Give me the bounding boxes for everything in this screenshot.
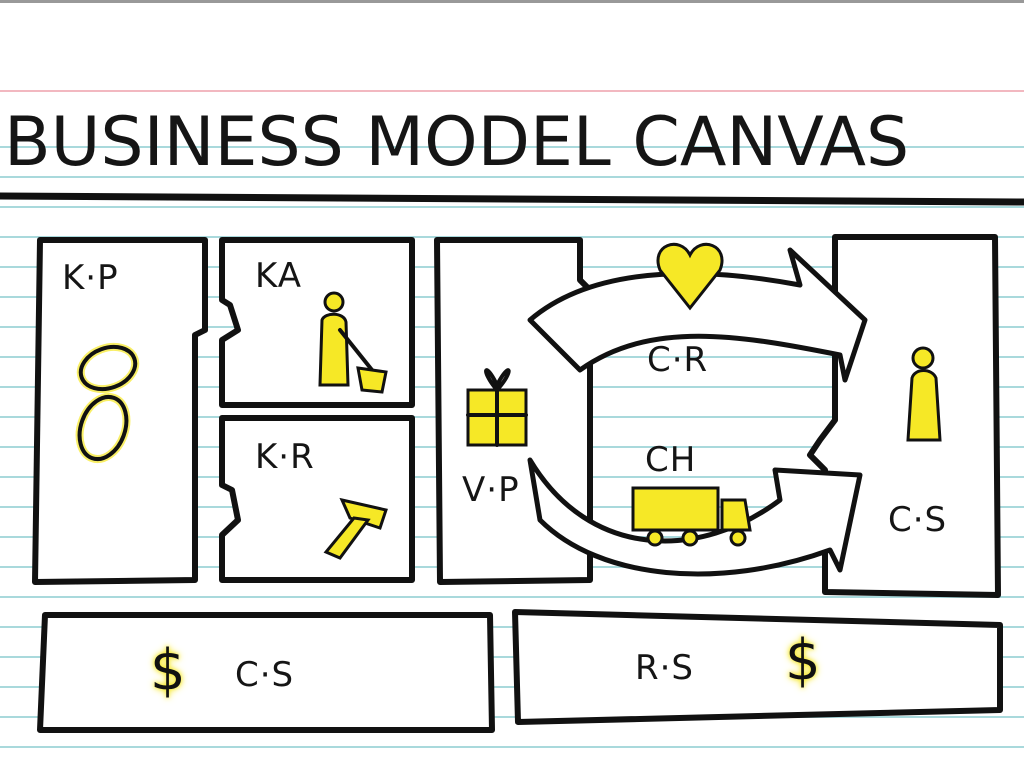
worker-icon xyxy=(318,291,388,394)
customer-segments-label: C·S xyxy=(888,500,948,540)
key-resources-label: K·R xyxy=(255,437,315,477)
card-edge xyxy=(0,0,1024,3)
title-underline xyxy=(0,192,1024,206)
channels-arrow xyxy=(527,457,863,577)
canvas-title: BUSINESS MODEL CANVAS xyxy=(4,103,910,182)
key-partners-label: K·P xyxy=(62,258,119,298)
customer-relationships-arrow xyxy=(527,247,868,383)
revenue-streams-label: R·S xyxy=(635,648,695,688)
truck-icon xyxy=(631,486,752,547)
revenue-streams-box xyxy=(512,609,1003,725)
cost-dollar-icon: $ xyxy=(150,638,186,703)
margin-rule xyxy=(0,90,1024,92)
customer-relationships-label: C·R xyxy=(647,340,709,380)
key-activities-label: KA xyxy=(255,256,302,296)
heart-icon xyxy=(656,242,724,311)
cost-structure-label: C·S xyxy=(235,655,295,695)
key-resources-box xyxy=(219,415,415,583)
key-partners-box xyxy=(32,237,208,585)
channels-label: CH xyxy=(645,440,697,480)
customer-icon xyxy=(906,346,942,442)
cost-structure-box xyxy=(37,612,495,733)
chain-link-icon xyxy=(75,342,140,463)
revenue-dollar-icon: $ xyxy=(785,628,821,693)
hammer-icon xyxy=(323,497,388,560)
gift-icon xyxy=(466,368,528,447)
value-proposition-label: V·P xyxy=(462,470,520,510)
